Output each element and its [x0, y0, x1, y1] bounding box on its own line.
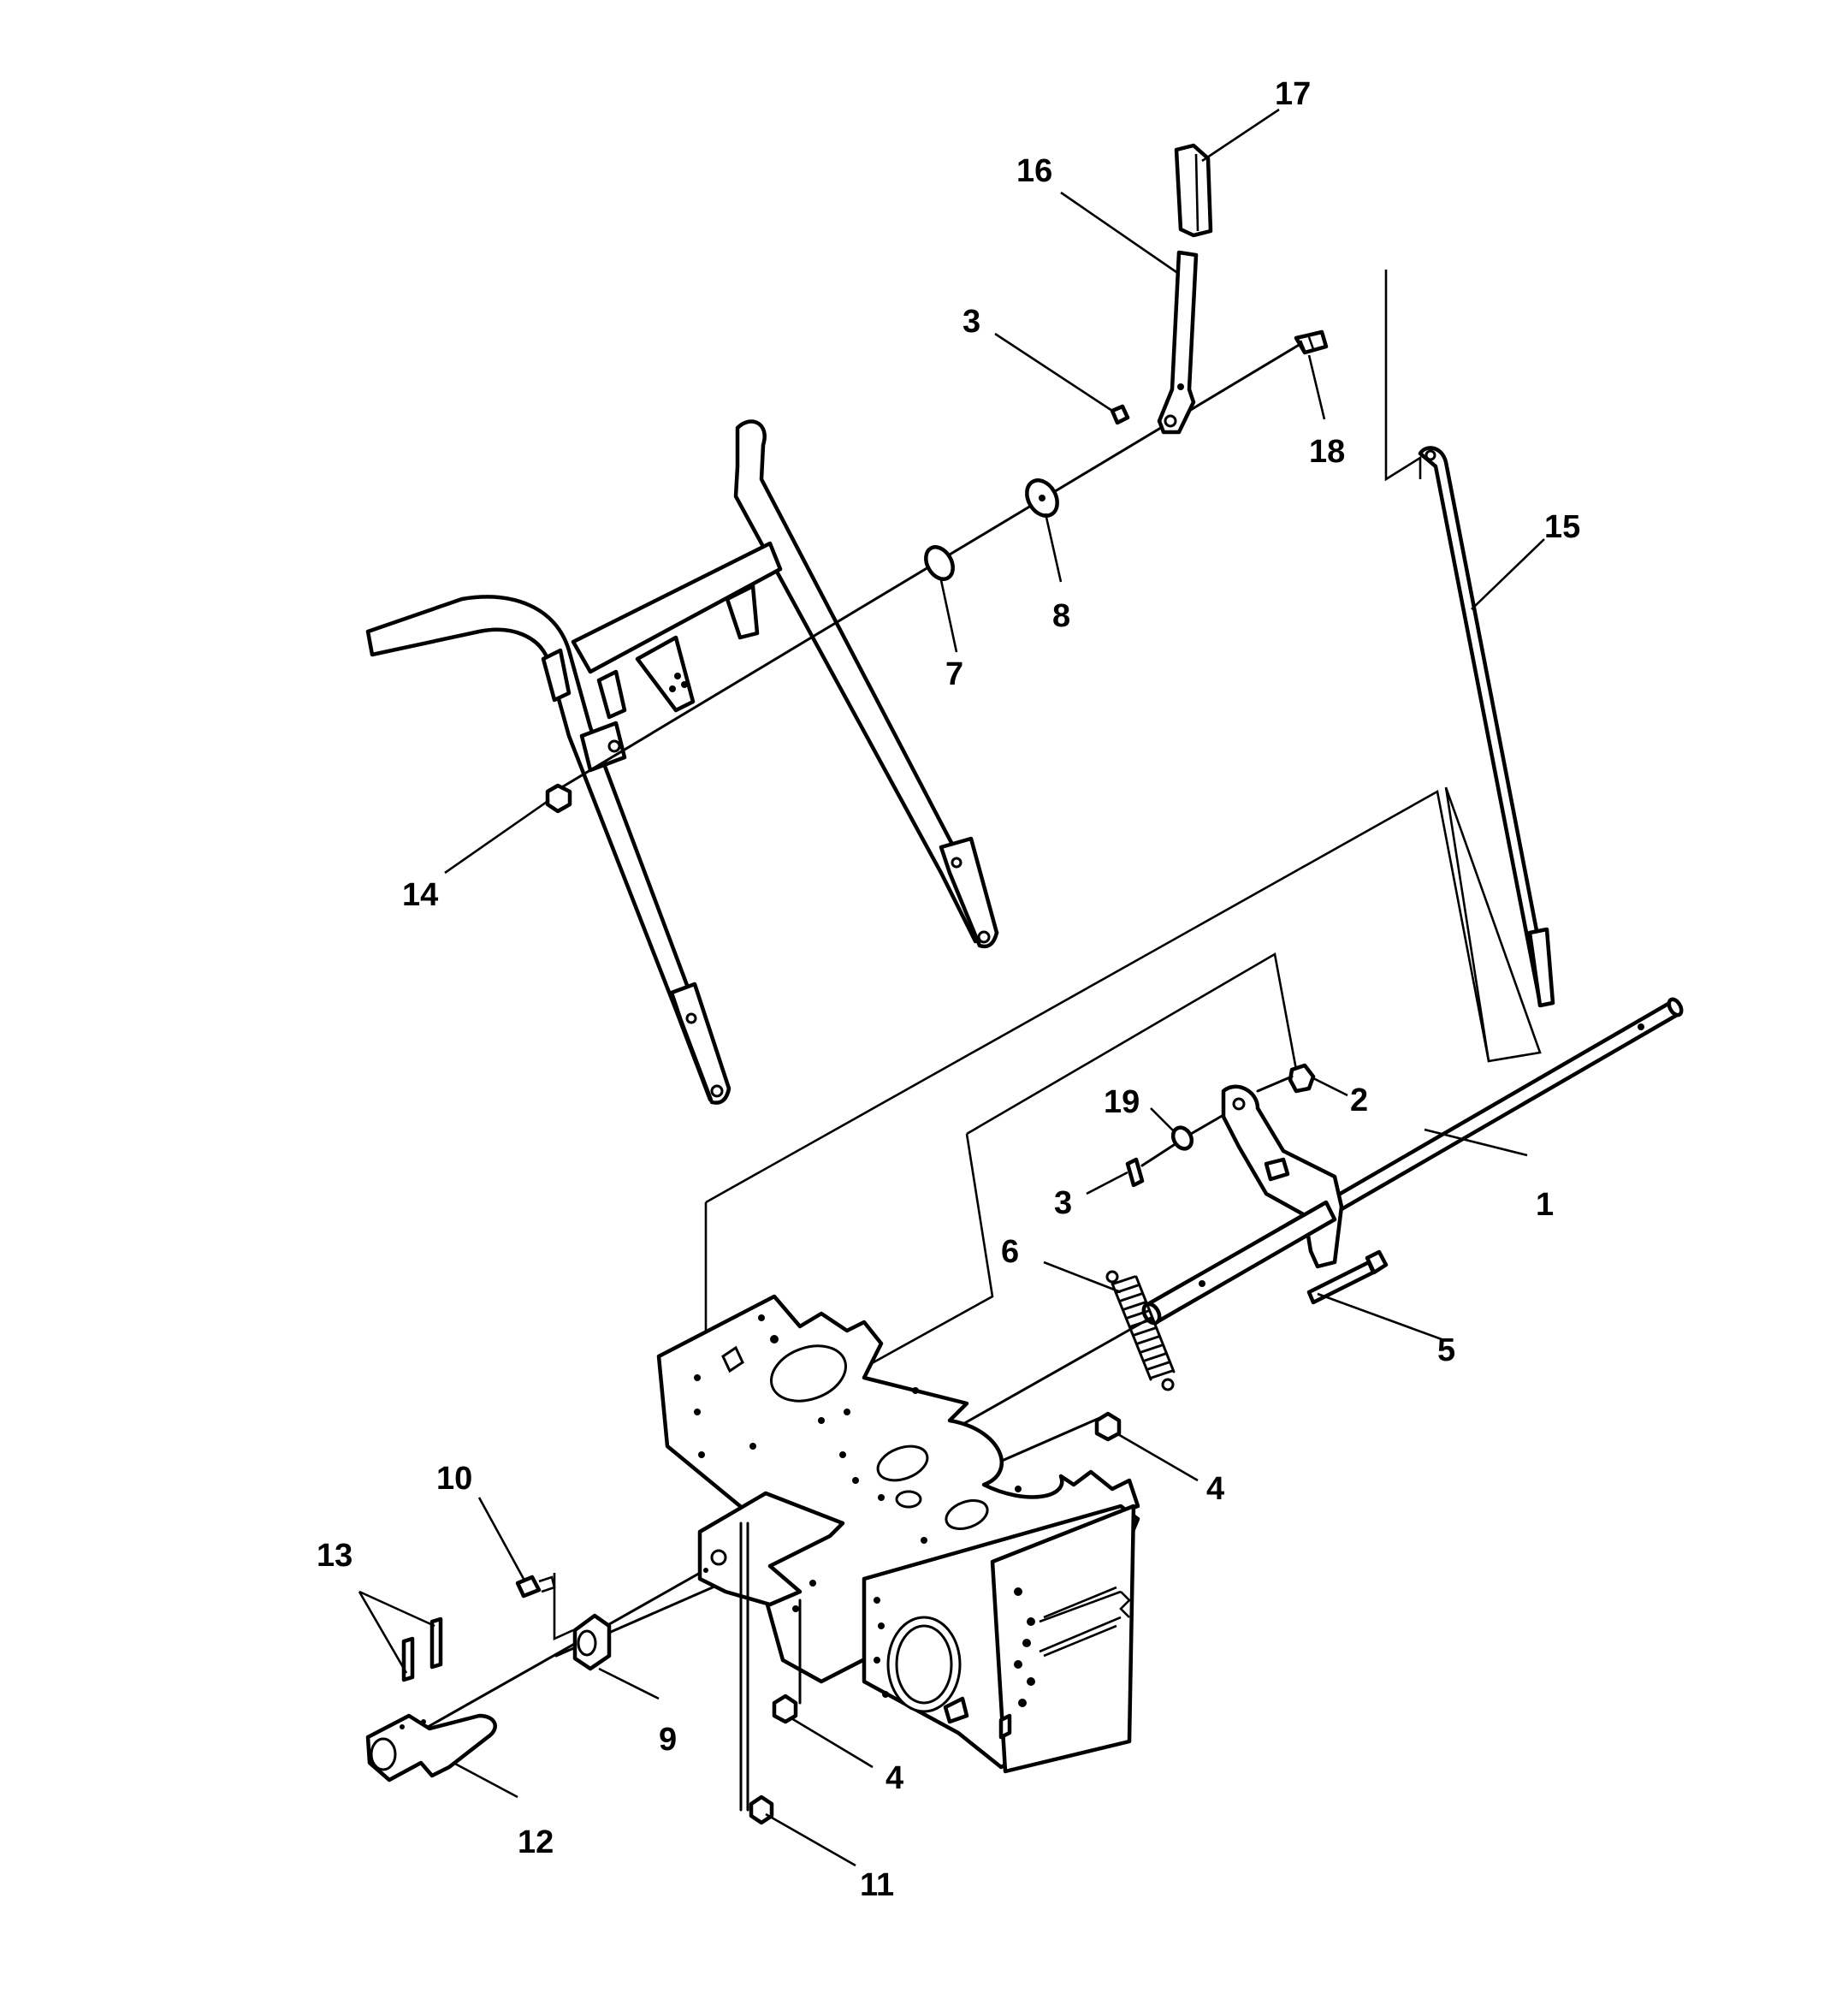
front-mount-bracket: [697, 1491, 845, 1607]
callout-4-lower: 4: [886, 1760, 903, 1796]
rod-group-outline: [1444, 786, 1542, 1063]
part-3-clip-lower: [1125, 1157, 1145, 1188]
callout-15: 15: [1544, 509, 1580, 545]
callout-3-upper: 3: [962, 304, 980, 340]
upper-group-outline: [1384, 270, 1422, 482]
part-16-lever-arm: [1157, 250, 1199, 435]
callout-19: 19: [1104, 1084, 1140, 1120]
part-3-clip-upper: [1110, 404, 1130, 425]
part-7-washer: [924, 545, 955, 581]
callout-11: 11: [860, 1867, 894, 1903]
callout-6: 6: [1001, 1234, 1019, 1270]
callout-13: 13: [317, 1538, 352, 1574]
part-13-pins: [401, 1616, 443, 1682]
part-5-bolt: [1306, 1249, 1389, 1305]
callout-10: 10: [436, 1461, 472, 1497]
part-17-grip: [1174, 143, 1213, 238]
callout-2: 2: [1350, 1083, 1368, 1118]
part-4-nut-upper: [1094, 1411, 1122, 1442]
callout-9: 9: [659, 1722, 677, 1758]
leader-lines: [358, 108, 1545, 1867]
callout-18: 18: [1309, 434, 1345, 470]
left-handle-end-plate: [669, 982, 732, 1105]
lower-shaft-tube: [1144, 1200, 1337, 1325]
part-4-nut-lower: [772, 1694, 798, 1724]
callout-7: 7: [945, 656, 963, 692]
part-14-nut: [545, 783, 572, 814]
large-group-outline: [705, 789, 1490, 1204]
part-19-washer: [1170, 1125, 1194, 1151]
chassis-side-bracket: [862, 1504, 1140, 1774]
handle-clamp-block: [579, 721, 627, 773]
callout-16: 16: [1016, 153, 1052, 189]
part-9-bushing: [572, 1613, 612, 1671]
callout-1: 1: [1536, 1187, 1554, 1223]
callout-14: 14: [402, 877, 438, 913]
callout-17: 17: [1275, 76, 1311, 112]
part-11-nut: [749, 1794, 774, 1825]
callout-8: 8: [1052, 598, 1070, 634]
part-10-bolt: [515, 1573, 574, 1641]
mid-group-outline: [966, 952, 1298, 1136]
callout-3-lower: 3: [1054, 1185, 1072, 1221]
part-15-rod: [1418, 446, 1555, 1008]
callout-5: 5: [1437, 1332, 1455, 1368]
callout-12: 12: [518, 1824, 554, 1860]
part-12-pedal-bracket: [365, 1713, 497, 1782]
callout-labels: 1 2 3 3 4 4 5 6 7 8 9 10 11 12 13 14 15 …: [317, 76, 1580, 1903]
part-2-nut: [1288, 1063, 1316, 1094]
handle-cross-brace: [571, 541, 783, 674]
part-6-spring: [1105, 1270, 1176, 1391]
handle-assembly: [365, 419, 999, 1105]
callout-4-upper: 4: [1206, 1471, 1224, 1507]
right-handle-tube: [733, 419, 999, 944]
